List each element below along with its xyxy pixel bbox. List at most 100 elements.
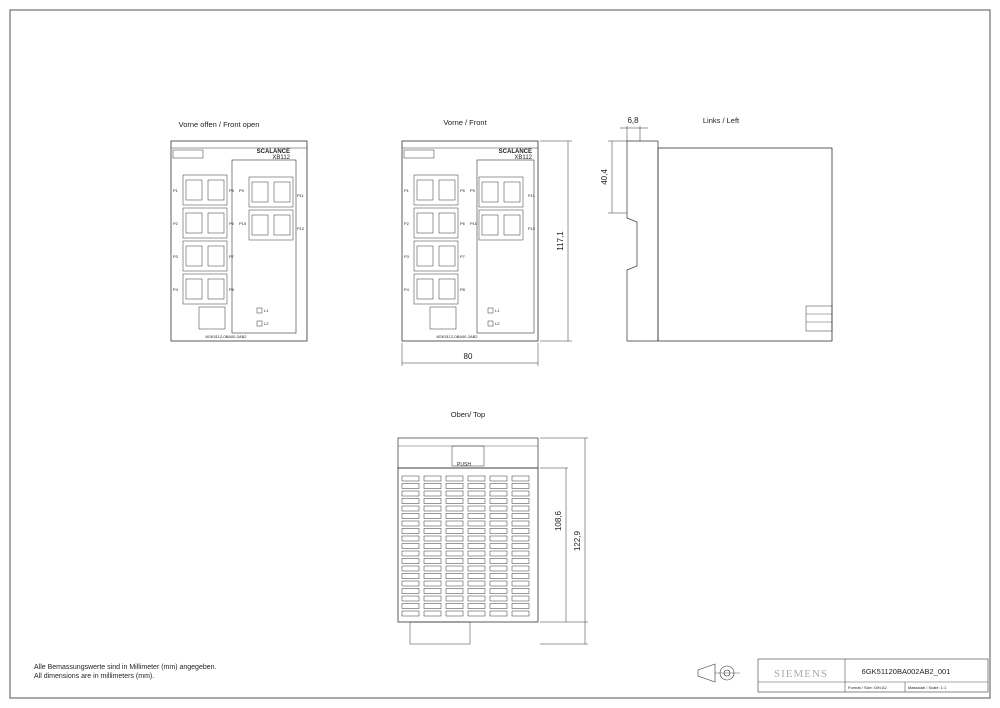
vent-slot	[401, 535, 420, 542]
vent-slot	[445, 543, 464, 549]
vent-slot	[423, 535, 442, 542]
vent-slot	[511, 505, 530, 512]
port-label: P7	[460, 254, 466, 259]
vent-slot	[511, 603, 530, 609]
port-label: P3	[404, 254, 410, 259]
vent-slot	[489, 490, 508, 497]
port-label: P10	[470, 221, 478, 226]
vent-slot	[445, 528, 464, 534]
vent-slot	[467, 528, 486, 534]
rj45-port-block	[478, 176, 524, 208]
rj45-port-block	[248, 209, 294, 241]
vent-slot	[489, 475, 508, 482]
vent-slot	[467, 565, 486, 572]
title-block: SIEMENS 6GK51120BA002AB2_001 Format / Si…	[697, 658, 989, 693]
vent-slot	[445, 520, 464, 527]
vent-slot	[489, 513, 508, 519]
view-title-front: Vorne / Front	[443, 118, 487, 127]
din-rail-clip-profile	[626, 140, 659, 342]
vent-slot	[511, 610, 530, 617]
vent-slot	[511, 513, 530, 519]
vent-slot	[489, 588, 508, 594]
rj45-socket	[273, 181, 291, 203]
rj45-socket	[438, 212, 456, 234]
vent-slot	[401, 550, 420, 557]
rj45-socket	[416, 278, 434, 300]
side-terminal	[805, 305, 833, 332]
rj45-port-block	[248, 176, 294, 208]
sheet-border	[9, 9, 991, 699]
view-title-top: Oben/ Top	[451, 410, 485, 419]
port-label: P12	[297, 226, 305, 231]
vent-slot	[489, 558, 508, 564]
vent-slot	[511, 565, 530, 572]
rj45-socket	[416, 212, 434, 234]
rj45-socket	[207, 212, 225, 234]
rj45-port-block	[182, 273, 228, 305]
vent-slot	[489, 595, 508, 602]
port-label: P1	[404, 188, 410, 193]
port-label: P10	[239, 221, 247, 226]
vent-slot	[511, 573, 530, 579]
front-open-view: Vorne offen / Front open SCALANCE XB112 …	[170, 120, 308, 342]
led-l2-label: L2	[264, 321, 269, 326]
vent-slot	[445, 513, 464, 519]
vent-slot	[445, 580, 464, 587]
vent-slot	[467, 475, 486, 482]
vent-slot	[445, 558, 464, 564]
vent-slot	[445, 550, 464, 557]
port-label: P5	[460, 188, 466, 193]
top-view: Oben/ Top PUSH 108,6 122,9	[397, 410, 588, 645]
vent-slot	[423, 573, 442, 579]
vent-slot	[401, 505, 420, 512]
dim-6-8: 6,8	[627, 116, 639, 125]
vent-slot	[489, 580, 508, 587]
front-panel-right	[231, 159, 297, 334]
vent-slot	[511, 520, 530, 527]
vent-slot	[511, 490, 530, 497]
vent-slot	[401, 483, 420, 489]
vent-slot	[423, 543, 442, 549]
dim-width-80: 80	[464, 352, 473, 361]
vent-slot	[423, 603, 442, 609]
housing-outline	[401, 140, 539, 342]
vent-slot	[423, 565, 442, 572]
vent-slot	[511, 498, 530, 504]
projection-symbol-icon	[697, 663, 740, 683]
port-label: P3	[173, 254, 179, 259]
led-l2	[256, 320, 263, 327]
vent-slot	[401, 528, 420, 534]
port-label: P9	[239, 188, 245, 193]
rj45-socket	[416, 179, 434, 201]
vent-slot	[401, 513, 420, 519]
port-label: P9	[470, 188, 476, 193]
port-label: P8	[460, 287, 466, 292]
vent-slot	[445, 565, 464, 572]
vent-slot	[401, 475, 420, 482]
vent-slot	[445, 483, 464, 489]
vent-slot	[511, 558, 530, 564]
vent-slot	[423, 528, 442, 534]
vent-slot	[467, 550, 486, 557]
port-label: P5	[229, 188, 235, 193]
vent-slot	[489, 573, 508, 579]
port-label: P1	[173, 188, 179, 193]
rj45-port-block	[413, 240, 459, 272]
scale-field: Massstab / Scale: 1:1	[908, 685, 947, 690]
rj45-socket	[481, 214, 499, 236]
rj45-socket	[185, 245, 203, 267]
vent-grid	[401, 475, 530, 617]
vent-slot	[423, 490, 442, 497]
vent-slot	[445, 490, 464, 497]
vent-slot	[467, 558, 486, 564]
rj45-port-block	[413, 174, 459, 206]
port-label: P11	[528, 193, 536, 198]
vent-slot	[467, 543, 486, 549]
port-label: P8	[229, 287, 235, 292]
brand-label: SCALANCE	[499, 149, 532, 155]
rj45-socket	[251, 181, 269, 203]
power-terminal	[429, 306, 457, 330]
port-label: P12	[528, 226, 536, 231]
